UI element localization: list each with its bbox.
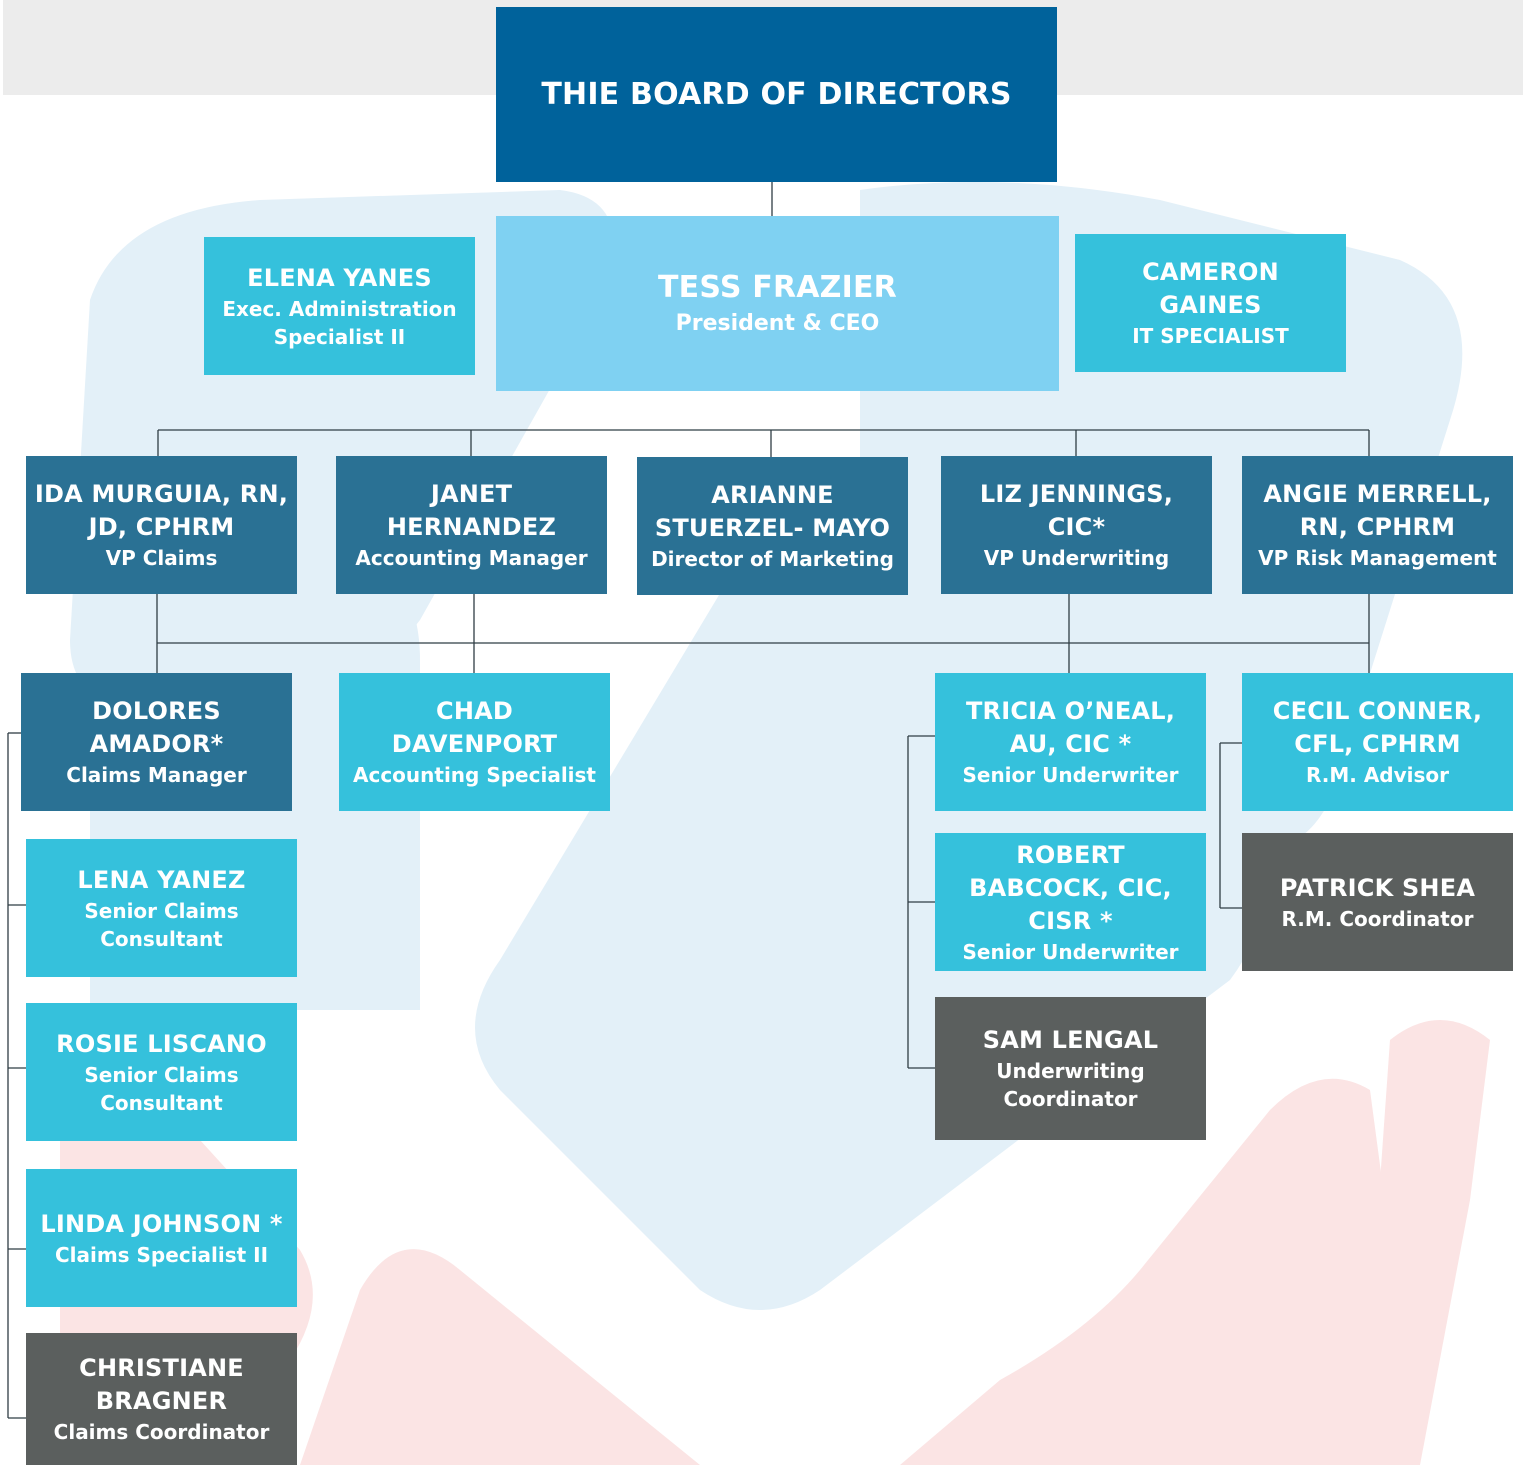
- staff-title: Claims Coordinator: [53, 1420, 270, 1444]
- staff-title: Accounting Specialist: [352, 763, 596, 787]
- executive-title: VP Underwriting: [983, 546, 1170, 570]
- staff-name: PATRICK SHEA: [1279, 873, 1476, 902]
- staff-title: Claims Specialist II: [54, 1242, 269, 1267]
- assistant-left-box: ELENA YANES Exec. Administration Special…: [204, 237, 475, 375]
- claims-staff-box: LENA YANEZ Senior Claims Consultant: [26, 839, 297, 977]
- underwriting-coordinator-box: SAM LENGAL Underwriting Coordinator: [935, 997, 1206, 1140]
- staff-name: SAM LENGAL: [982, 1026, 1159, 1054]
- staff-name: TRICIA O’NEAL, AU, CIC *: [965, 697, 1176, 758]
- assistant-right-box: CAMERON GAINES IT SPECIALIST: [1075, 234, 1346, 372]
- claims-staff-box: ROSIE LISCANO Senior Claims Consultant: [26, 1003, 297, 1141]
- staff-title: Senior Underwriter: [962, 939, 1179, 964]
- ceo-title: President & CEO: [675, 310, 880, 336]
- bg-shape-pink-far-right: [1360, 1020, 1490, 1465]
- executive-box-accounting: JANET HERNANDEZ Accounting Manager: [336, 456, 607, 594]
- executive-box-risk: ANGIE MERRELL, RN, CPHRM VP Risk Managem…: [1242, 456, 1513, 594]
- executive-box-underwriting: LIZ JENNINGS, CIC* VP Underwriting: [941, 456, 1212, 594]
- claims-staff-box: LINDA JOHNSON * Claims Specialist II: [26, 1169, 297, 1307]
- assistant-right-title: IT SPECIALIST: [1132, 324, 1289, 348]
- ceo-name: TESS FRAZIER: [658, 269, 897, 305]
- executive-name: ARIANNE STUERZEL- MAYO: [654, 481, 891, 542]
- claims-manager-box: DOLORES AMADOR* Claims Manager: [21, 673, 292, 811]
- staff-name: LENA YANEZ: [77, 865, 246, 894]
- staff-title: R.M. Coordinator: [1281, 906, 1474, 931]
- bg-shape-pink-mid: [300, 1249, 700, 1465]
- assistant-right-name: CAMERON GAINES: [1142, 258, 1279, 319]
- executive-box-claims: IDA MURGUIA, RN, JD, CPHRM VP Claims: [26, 456, 297, 594]
- staff-name: LINDA JOHNSON *: [40, 1209, 283, 1238]
- staff-name: CHRISTIANE BRAGNER: [79, 1354, 244, 1415]
- executive-title: VP Claims: [105, 546, 218, 570]
- assistant-left-name: ELENA YANES: [247, 263, 432, 292]
- executive-name: ANGIE MERRELL, RN, CPHRM: [1263, 480, 1492, 541]
- staff-title: Senior Claims Consultant: [84, 1062, 239, 1115]
- bg-shape-pink-right: [900, 1078, 1420, 1465]
- executive-name: JANET HERNANDEZ: [386, 480, 557, 541]
- staff-name: CECIL CONNER, CFL, CPHRM: [1272, 697, 1483, 758]
- risk-staff-box: CECIL CONNER, CFL, CPHRM R.M. Advisor: [1242, 673, 1513, 811]
- executive-name: IDA MURGUIA, RN, JD, CPHRM: [34, 480, 289, 541]
- staff-name: DOLORES AMADOR*: [89, 697, 224, 758]
- ceo-box: TESS FRAZIER President & CEO: [496, 216, 1059, 391]
- staff-title: Underwriting Coordinator: [996, 1059, 1145, 1111]
- staff-title: Claims Manager: [66, 763, 247, 787]
- board-name: THIE BOARD OF DIRECTORS: [541, 76, 1012, 112]
- board-box: THIE BOARD OF DIRECTORS: [496, 7, 1057, 182]
- staff-title: Senior Claims Consultant: [84, 898, 239, 951]
- staff-title: Senior Underwriter: [962, 763, 1179, 787]
- executive-box-marketing: ARIANNE STUERZEL- MAYO Director of Marke…: [637, 457, 908, 595]
- executive-title: Accounting Manager: [355, 546, 588, 570]
- staff-name: ROBERT BABCOCK, CIC, CISR *: [969, 840, 1172, 935]
- staff-name: CHAD DAVENPORT: [391, 697, 558, 758]
- claims-coordinator-box: CHRISTIANE BRAGNER Claims Coordinator: [26, 1333, 297, 1465]
- risk-coordinator-box: PATRICK SHEA R.M. Coordinator: [1242, 833, 1513, 971]
- executive-title: VP Risk Management: [1258, 546, 1497, 570]
- executive-name: LIZ JENNINGS, CIC*: [979, 480, 1174, 541]
- executive-title: Director of Marketing: [651, 547, 894, 571]
- underwriting-staff-box: TRICIA O’NEAL, AU, CIC * Senior Underwri…: [935, 673, 1206, 811]
- accounting-staff-box: CHAD DAVENPORT Accounting Specialist: [339, 673, 610, 811]
- staff-name: ROSIE LISCANO: [56, 1029, 267, 1058]
- underwriting-staff-box: ROBERT BABCOCK, CIC, CISR * Senior Under…: [935, 833, 1206, 971]
- assistant-left-title: Exec. Administration Specialist II: [222, 296, 457, 349]
- staff-title: R.M. Advisor: [1305, 763, 1450, 787]
